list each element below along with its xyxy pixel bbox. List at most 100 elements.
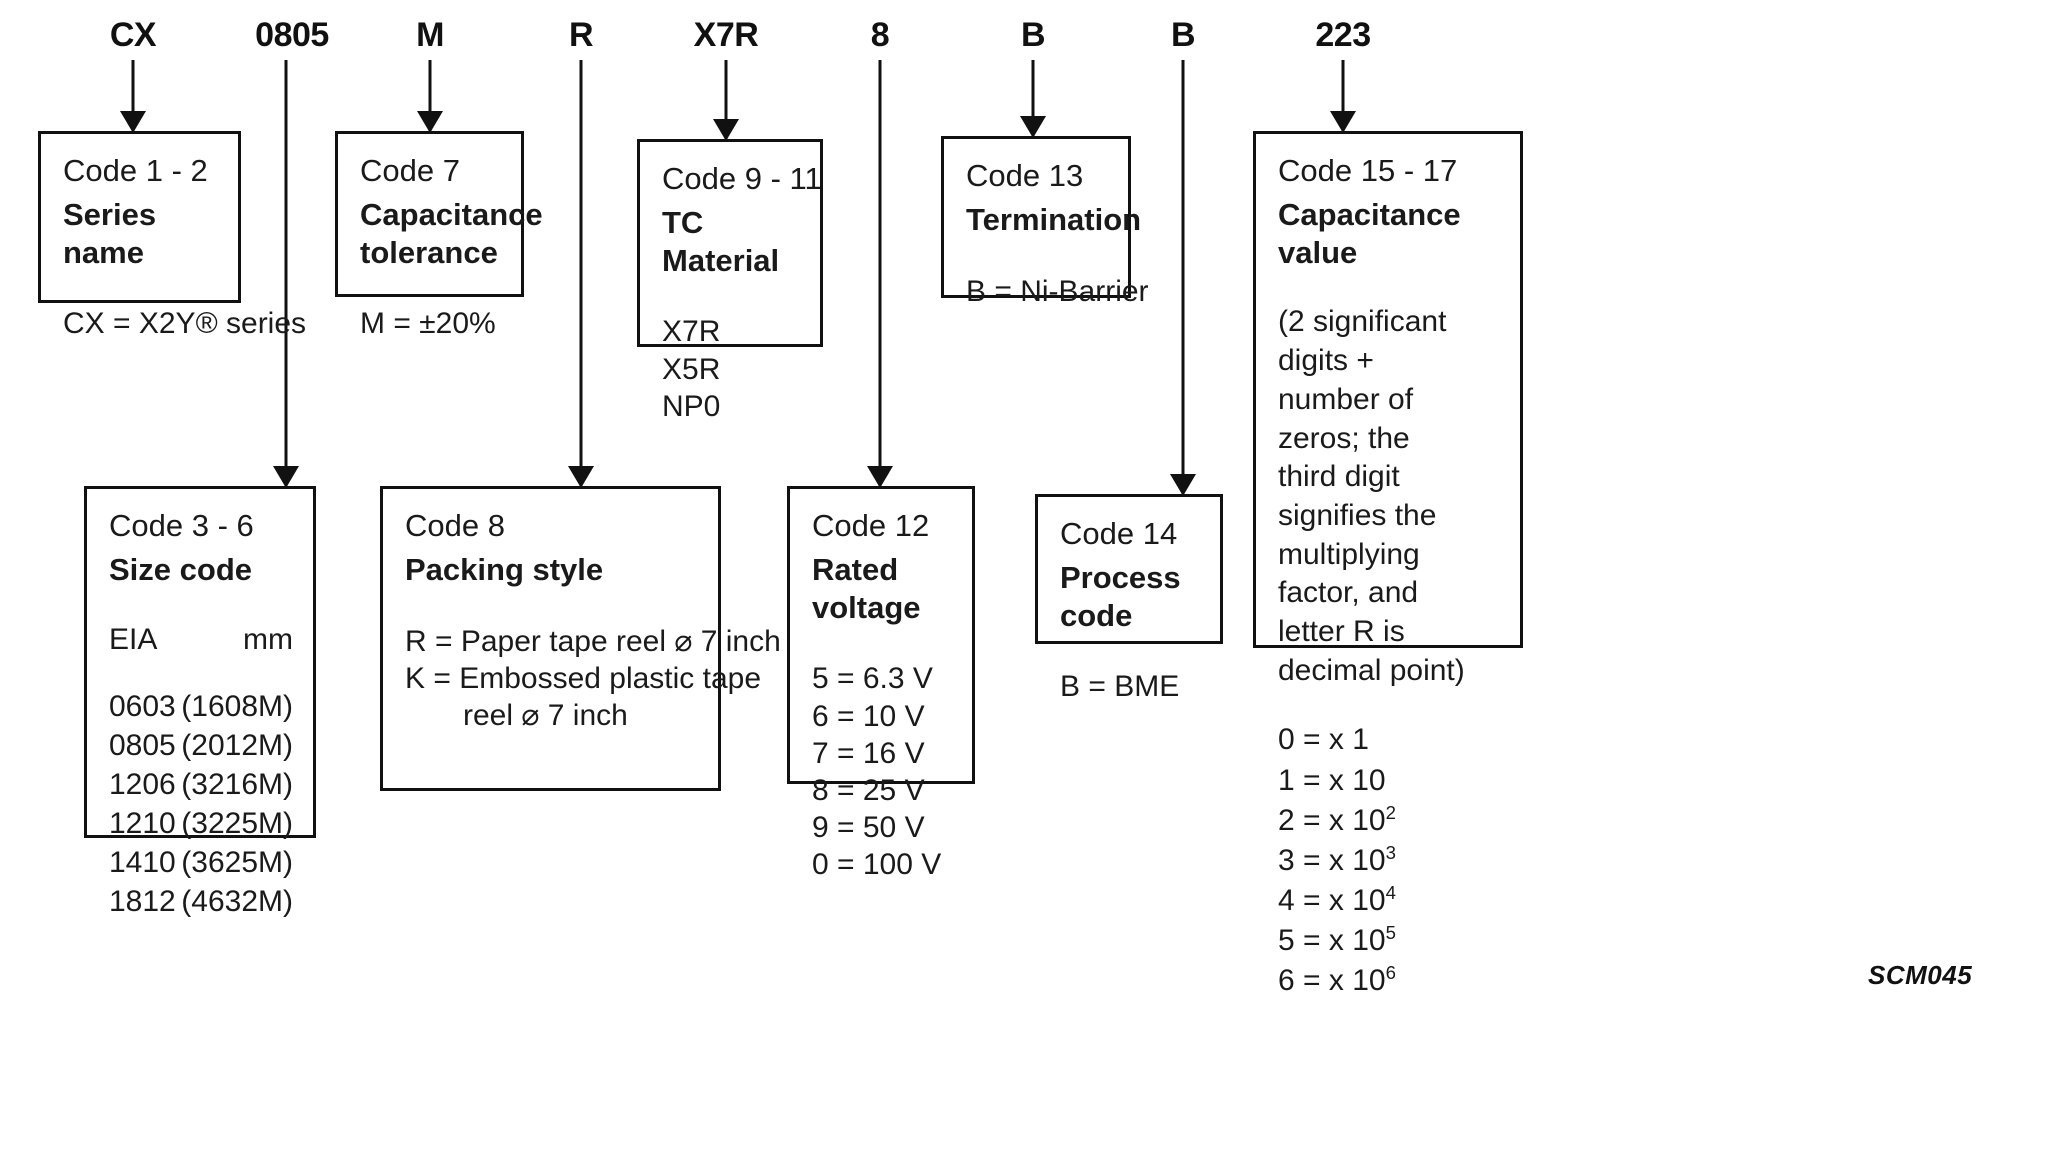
figure-reference-label: SCM045	[1868, 960, 1973, 990]
box-body: M = ±20%	[360, 305, 501, 342]
box-termination: Code 13 Termination B = Ni-Barrier	[941, 136, 1149, 308]
part-number-code-7: B	[1020, 16, 1046, 54]
box-code-number: Code 15 - 17	[1278, 153, 1458, 188]
box-body: CX = X2Y® series	[63, 305, 307, 342]
box-content: Code 1 - 2 Series name CX = X2Y® series	[41, 134, 307, 353]
arrow-to-rated-voltage	[866, 60, 894, 488]
box-title: Capacitance value	[1278, 196, 1461, 270]
size-eia: 1210	[109, 806, 176, 840]
arrow-shaft	[579, 60, 583, 486]
exponent: 5	[1385, 922, 1396, 944]
box-packing-style: Code 8 Packing style R = Paper tape reel ⌀…	[380, 486, 781, 791]
size-eia: 1206	[109, 767, 176, 801]
box-series-name: Code 1 - 2 Series name CX = X2Y® series	[38, 131, 306, 340]
size-row: 0603 (1608M)	[109, 687, 293, 726]
part-number-code-5: X7R	[693, 16, 759, 54]
size-eia: 0603	[109, 689, 176, 723]
arrow-shaft	[724, 60, 728, 139]
column-header-eia: EIA	[109, 622, 158, 656]
exponent: 3	[1385, 841, 1396, 863]
size-eia: 0805	[109, 728, 176, 762]
size-row: 0805 (2012M)	[109, 726, 293, 765]
part-number-code-6: 8	[870, 16, 890, 54]
body-line: 8 = 25 V	[812, 774, 925, 807]
body-line: NP0	[662, 389, 721, 423]
part-number-code-8: B	[1170, 16, 1196, 54]
column-header-mm: mm	[243, 622, 293, 656]
arrow-to-capacitance-tolerance	[416, 60, 444, 133]
exponent: 4	[1385, 882, 1396, 904]
body-line: 6 = 10 V	[812, 699, 925, 733]
box-title: Packing style	[405, 551, 604, 587]
body-line: M = ±20%	[360, 307, 496, 341]
body-line: X5R	[662, 352, 721, 386]
box-code-number: Code 9 - 11	[662, 161, 822, 196]
size-mm: (4632M)	[181, 884, 293, 918]
body-line: reel ⌀ 7 inch	[463, 699, 628, 732]
part-number-code-4: R	[568, 16, 594, 54]
size-mm: (3225M)	[181, 806, 293, 840]
box-title: Process code	[1060, 559, 1181, 633]
body-line: B = BME	[1060, 670, 1180, 704]
part-number-code-3: M	[416, 16, 444, 54]
note-line: third digit signifies the	[1278, 460, 1437, 532]
body-line: K = Embossed plastic tape	[405, 661, 762, 695]
exponent: 6	[1385, 962, 1396, 984]
body-line: 5 = 6.3 V	[812, 662, 933, 696]
size-row: 1206 (3216M)	[109, 765, 293, 804]
body-line: 0 = 100 V	[812, 848, 942, 882]
box-content: Code 13 Termination B = Ni-Barrier	[944, 139, 1149, 320]
box-content: Code 14 Process code B = BME	[1038, 497, 1220, 716]
arrow-shaft	[1181, 60, 1185, 494]
size-mm: (1608M)	[181, 689, 293, 723]
body-line: CX = X2Y® series	[63, 307, 307, 341]
arrow-head	[1170, 474, 1196, 496]
box-code-number: Code 13	[966, 158, 1084, 193]
multiplier-row: 0 = x 1	[1278, 723, 1369, 757]
part-number-code-2: 0805	[255, 16, 329, 54]
body-line: B = Ni-Barrier	[966, 274, 1149, 308]
arrow-to-tc-material	[712, 60, 740, 141]
size-mm: (3216M)	[181, 767, 293, 801]
size-mm: (3625M)	[181, 845, 293, 879]
arrow-shaft	[1031, 60, 1035, 136]
arrow-to-size-code	[272, 60, 300, 488]
box-code-number: Code 1 - 2	[63, 153, 208, 188]
arrow-shaft	[284, 60, 288, 486]
exponent: 2	[1385, 801, 1396, 823]
arrow-head	[713, 119, 739, 141]
box-title: Rated voltage	[812, 551, 921, 625]
multiplier-row: 1 = x 10	[1278, 763, 1386, 797]
box-code-number: Code 14	[1060, 516, 1178, 551]
arrow-head	[273, 466, 299, 488]
arrow-shaft	[131, 60, 135, 131]
size-eia: 1410	[109, 845, 176, 879]
box-code-number: Code 8	[405, 508, 505, 543]
arrow-to-process-code	[1169, 60, 1197, 496]
arrow-to-series-name	[119, 60, 147, 133]
box-code-number: Code 3 - 6	[109, 508, 254, 543]
arrow-shaft	[878, 60, 882, 486]
box-title: Termination	[966, 201, 1142, 237]
note-line: number of zeros; the	[1278, 382, 1414, 455]
multiplier-row: 4 = x 104	[1278, 882, 1396, 918]
size-eia: 1812	[109, 884, 176, 918]
arrow-head	[867, 466, 893, 488]
box-title: Series name	[63, 196, 157, 270]
arrow-shaft	[428, 60, 432, 131]
arrow-to-packing-style	[567, 60, 595, 488]
arrow-head	[417, 111, 443, 133]
part-number-code-9: 223	[1315, 16, 1371, 54]
size-mm: (2012M)	[181, 728, 293, 762]
